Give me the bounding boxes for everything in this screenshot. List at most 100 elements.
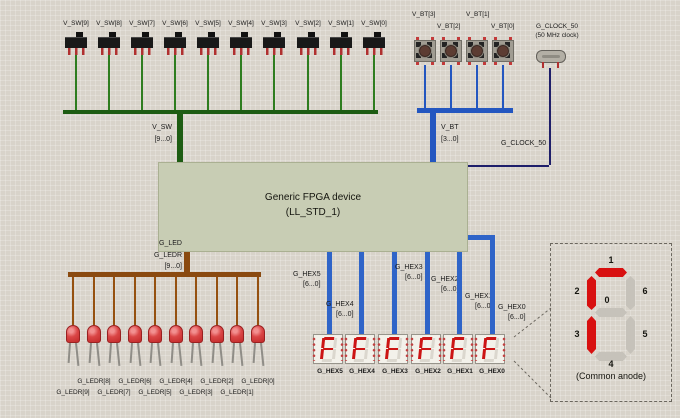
toggle-switch[interactable] <box>297 32 319 55</box>
v-sw-wire <box>240 55 242 110</box>
button-plunger <box>471 45 483 57</box>
switch-pins <box>134 48 151 55</box>
v-sw-wire <box>174 55 176 110</box>
toggle-switch[interactable] <box>263 32 285 55</box>
g-hex-wire <box>359 252 364 335</box>
g-ledr-wire <box>134 277 136 325</box>
switch-knob <box>76 32 83 38</box>
legend-number-6: 6 <box>642 286 648 296</box>
display-segment-tl <box>419 338 423 348</box>
toggle-switch[interactable] <box>65 32 87 55</box>
v-sw-bus-horizontal <box>63 110 378 114</box>
g-hex-bus-range: [6...0] <box>441 286 459 293</box>
switch-body <box>65 37 87 48</box>
seven-seg-display <box>474 334 506 364</box>
display-segment-m <box>387 347 399 350</box>
legend-segment-lower-right <box>626 316 635 354</box>
display-pin-dots-left <box>377 337 381 361</box>
button-plunger <box>497 45 509 57</box>
legend-segment-top <box>595 268 627 277</box>
display-segment-tr <box>333 338 337 348</box>
toggle-switch[interactable] <box>98 32 120 55</box>
switch-pins <box>333 48 350 55</box>
display-segment-tl <box>353 338 357 348</box>
toggle-switch[interactable] <box>164 32 186 55</box>
display-segment-tr <box>365 338 369 348</box>
g-ledr-bus-name: G_LEDR <box>153 252 182 259</box>
led-label: G_LEDR[5] <box>138 389 172 396</box>
fpga-title: Generic FPGA device <box>264 192 362 203</box>
fpga-subtitle: (LL_STD_1) <box>285 207 341 218</box>
led-leg-right <box>178 342 183 366</box>
push-button[interactable] <box>440 37 462 65</box>
button-label: V_BT[3] <box>412 11 436 18</box>
display-pin-dots-right <box>405 337 409 361</box>
display-label: G_HEX1 <box>447 368 473 375</box>
switch-label: V_SW[9] <box>63 20 89 27</box>
v-bt-wire <box>424 65 426 108</box>
toggle-switch[interactable] <box>363 32 385 55</box>
toggle-switch[interactable] <box>197 32 219 55</box>
switch-label: V_SW[4] <box>228 20 254 27</box>
switch-body <box>363 37 385 48</box>
display-segment-m <box>484 347 496 350</box>
display-digit <box>482 337 500 362</box>
display-segment-tl <box>483 338 487 348</box>
push-button[interactable] <box>414 37 436 65</box>
legend-number-2: 2 <box>574 286 580 296</box>
toggle-switch[interactable] <box>330 32 352 55</box>
legend-number-1: 1 <box>608 255 614 265</box>
v-sw-wire <box>273 55 275 110</box>
switch-body <box>164 37 186 48</box>
led-leg-left <box>149 342 153 364</box>
display-label: G_HEX4 <box>349 368 375 375</box>
g-hex-bus-range: [6...0] <box>475 303 493 310</box>
switch-label: V_SW[3] <box>261 20 287 27</box>
g-hex-bus-name: G_HEX5 <box>293 271 321 278</box>
switch-pins <box>68 48 85 55</box>
g-hex-bus-name: G_HEX0 <box>498 304 526 311</box>
display-digit <box>450 337 468 362</box>
display-segment-tl <box>451 338 455 348</box>
g-ledr-bus-horizontal <box>68 272 261 277</box>
legend-segment-upper-right <box>626 276 635 310</box>
switch-knob <box>142 32 149 38</box>
display-pin-dots-left <box>442 337 446 361</box>
button-corner-pads <box>416 42 421 47</box>
led-red <box>66 325 80 343</box>
switch-label: V_SW[6] <box>162 20 188 27</box>
switch-body <box>197 37 219 48</box>
v-sw-wire <box>373 55 375 110</box>
g-clock-net-horizontal <box>468 165 549 167</box>
button-label: V_BT[1] <box>466 11 490 18</box>
led-leg-right <box>137 342 142 366</box>
clock-description: (50 MHz clock) <box>535 32 579 39</box>
switch-pins <box>167 48 184 55</box>
push-button[interactable] <box>492 37 514 65</box>
display-segment-t <box>486 337 497 340</box>
switch-pins <box>300 48 317 55</box>
switch-pins <box>266 48 283 55</box>
display-segment-m <box>354 347 366 350</box>
led-label: G_LEDR[0] <box>241 378 275 385</box>
toggle-switch[interactable] <box>131 32 153 55</box>
push-button[interactable] <box>466 37 488 65</box>
button-plunger <box>445 45 457 57</box>
v-sw-wire <box>141 55 143 110</box>
display-segment-bl <box>450 349 454 359</box>
g-hex-wire <box>457 252 462 335</box>
legend-segment-lower-left <box>587 316 596 354</box>
legend-number-3: 3 <box>574 329 580 339</box>
seven-seg-display <box>442 334 474 364</box>
g-ledr-wire <box>72 277 74 325</box>
legend-segment-bottom <box>595 352 627 361</box>
v-bt-bus-horizontal <box>417 108 513 113</box>
display-segment-bl <box>352 349 356 359</box>
clock-name: G_CLOCK_50 <box>536 23 578 30</box>
display-segment-tr <box>431 338 435 348</box>
g-hex-bus-range: [6...0] <box>508 314 526 321</box>
switch-label: V_SW[1] <box>328 20 354 27</box>
g-hex-bus-name: G_HEX4 <box>326 301 354 308</box>
g-hex-wire <box>392 252 397 335</box>
toggle-switch[interactable] <box>230 32 252 55</box>
